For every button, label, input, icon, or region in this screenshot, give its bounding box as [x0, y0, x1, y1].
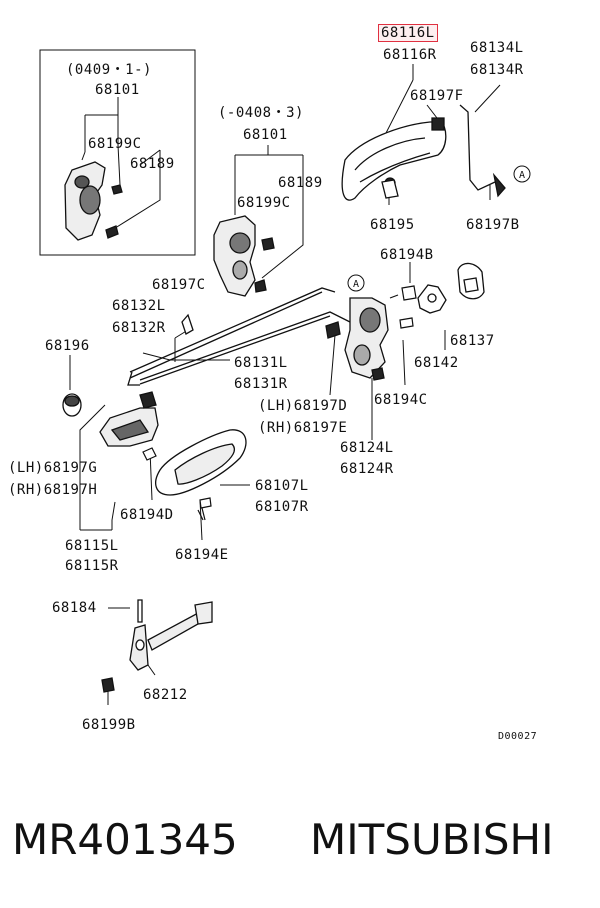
part-68131r-label: 68131R [234, 376, 288, 392]
part-68142-label: 68142 [414, 355, 459, 371]
rods-drawing [128, 288, 350, 385]
actuator-new-drawing [65, 162, 122, 240]
new-type-frame [40, 50, 195, 255]
part-68124l-label: 68124L [340, 440, 394, 456]
diagram-drawing [0, 0, 600, 800]
part-68199b-label: 68199B [82, 717, 136, 733]
clip-a-marker [514, 166, 530, 182]
actuator-old-drawing [214, 216, 274, 296]
part-68116l-label: 68116L [378, 24, 438, 42]
part-68194e-label: 68194E [175, 547, 229, 563]
new-type-68101-label: 68101 [95, 82, 140, 98]
part-68197c-label: 68197C [152, 277, 206, 293]
part-68132l-label: 68132L [112, 298, 166, 314]
latch-drawing [326, 298, 388, 380]
part-68194b-label: 68194B [380, 247, 434, 263]
new-type-date-label: (0409・1-) [66, 62, 152, 78]
part-68197e-label: (RH)68197E [258, 420, 348, 436]
part-68116r-label: 68116R [383, 47, 437, 63]
part-68197h-label: (RH)68197H [8, 482, 98, 498]
part-number: MR401345 [12, 815, 238, 864]
door-check-drawing [102, 600, 212, 692]
old-type-68101-label: 68101 [243, 127, 288, 143]
part-68134l-label: 68134L [470, 40, 524, 56]
new-type-68199c-label: 68199C [88, 136, 142, 152]
part-68194d-label: 68194D [120, 507, 174, 523]
part-68212-label: 68212 [143, 687, 188, 703]
part-68197d-label: (LH)68197D [258, 398, 348, 414]
new-type-68189-label: 68189 [130, 156, 175, 172]
part-68131l-label: 68131L [234, 355, 288, 371]
part-68137-label: 68137 [450, 333, 495, 349]
part-68194c-label: 68194C [374, 392, 428, 408]
part-68132r-label: 68132R [112, 320, 166, 336]
old-type-date-label: (-0408・3) [218, 105, 304, 121]
brand-name: MITSUBISHI [310, 815, 554, 864]
marker-a-top: A [519, 170, 526, 181]
part-68134r-label: 68134R [470, 62, 524, 78]
part-68115r-label: 68115R [65, 558, 119, 574]
part-68115l-label: 68115L [65, 538, 119, 554]
part-68184-label: 68184 [52, 600, 97, 616]
part-68107r-label: 68107R [255, 499, 309, 515]
part-68195-label: 68195 [370, 217, 415, 233]
old-type-68199c-label: 68199C [237, 195, 291, 211]
part-68124r-label: 68124R [340, 461, 394, 477]
diagram-code-label: D00027 [498, 731, 538, 742]
inside-handle-drawing [100, 392, 158, 446]
part-68197b-label: 68197B [466, 217, 520, 233]
part-68197f-label: 68197F [410, 88, 464, 104]
old-type-68189-label: 68189 [278, 175, 323, 191]
part-68196-label: 68196 [45, 338, 90, 354]
part-68107l-label: 68107L [255, 478, 309, 494]
part-footer: MR401345 MITSUBISHI [0, 805, 600, 875]
marker-a-mid: A [353, 279, 360, 290]
part-68197g-label: (LH)68197G [8, 460, 98, 476]
